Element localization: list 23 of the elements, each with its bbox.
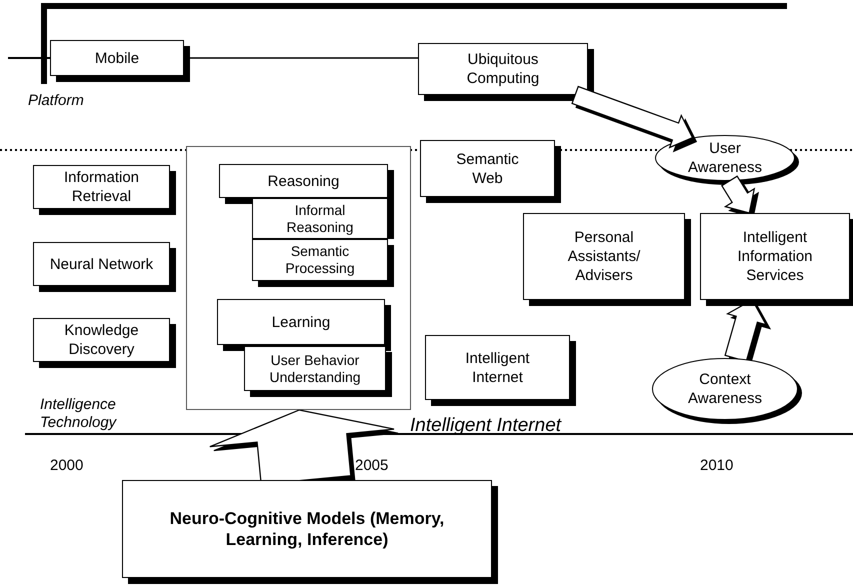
block-arrow — [571, 86, 698, 152]
text-label: 2000 — [50, 456, 84, 475]
node-text: Learning — [270, 312, 332, 332]
node-text: Intelligent Information Services — [736, 228, 814, 285]
node-text: Personal Assistants/ Advisers — [566, 228, 642, 285]
text-label: 2010 — [700, 456, 734, 475]
node-text: Intelligent Internet — [464, 348, 531, 386]
node-text: User Behavior Understanding — [268, 352, 362, 386]
node-text: Informal Reasoning — [286, 202, 354, 236]
text-label: Intelligence Technology — [40, 396, 118, 433]
group-frame — [186, 146, 411, 410]
text-label: Intelligent Internet — [410, 414, 563, 434]
node-text: Neuro-Cognitive Models (Memory, Learning, Inference) — [168, 508, 446, 550]
node-text: Ubiquitous Computing — [466, 50, 540, 88]
node-text: Mobile — [94, 48, 140, 68]
node-text: Neural Network — [48, 254, 154, 274]
node-text: Information Retrieval — [62, 168, 140, 206]
node-text: Semantic Web — [455, 150, 520, 188]
text-label: Platform — [28, 91, 85, 110]
text-label: 2005 — [355, 456, 390, 475]
node-text: Semantic Processing — [284, 243, 356, 277]
node-text: Knowledge Discovery — [63, 321, 140, 359]
node-text: Reasoning — [266, 172, 340, 190]
